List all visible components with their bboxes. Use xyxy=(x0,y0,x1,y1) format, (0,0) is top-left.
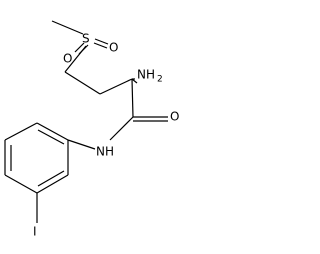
structure-diagram-canvas: S O O NH 2 O NH I xyxy=(4,20,180,239)
bond-methyl-s xyxy=(51,20,84,35)
bond-s-o-right-1 xyxy=(94,38,109,45)
atom-oxygen-right-label: O xyxy=(109,41,118,55)
bond-s-ch2 xyxy=(64,45,87,73)
atom-sulfur-label: S xyxy=(82,32,90,46)
bond-s-o-left-1 xyxy=(74,42,85,53)
bond-ch2-ch2 xyxy=(64,71,101,95)
ring-bond-1 xyxy=(36,122,69,141)
atom-amide-nitrogen-label: NH xyxy=(96,145,114,159)
atom-iodine-label: I xyxy=(33,225,37,239)
bond-calpha-nh2 xyxy=(131,78,138,84)
ring-inner-1 xyxy=(37,129,65,145)
atom-amine-subscript: 2 xyxy=(157,75,163,85)
ring-bond-5 xyxy=(36,174,69,194)
ring-bond-4 xyxy=(4,174,38,194)
bond-ch2-calpha xyxy=(99,78,133,95)
atom-oxygen-left-label: O xyxy=(63,52,72,66)
bond-s-o-right-2 xyxy=(93,42,108,49)
bond-carbonyl-nh xyxy=(109,116,134,141)
ring-bond-2 xyxy=(4,122,38,141)
bond-calpha-carbonyl xyxy=(131,78,134,118)
molecule-structure: S O O NH 2 O NH I xyxy=(4,20,179,239)
bond-nh-ring xyxy=(67,139,96,150)
atom-amine-label: NH xyxy=(137,68,155,82)
ring-inner-3 xyxy=(37,170,65,187)
atom-carbonyl-oxygen-label: O xyxy=(170,110,179,124)
